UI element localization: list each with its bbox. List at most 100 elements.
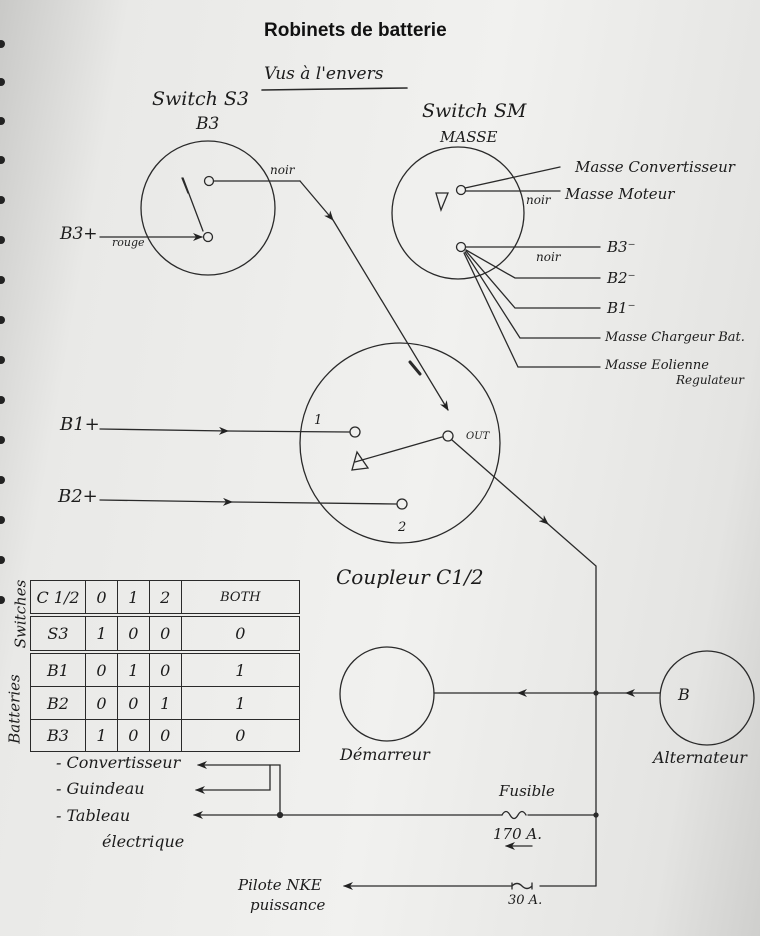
table-cell: 1 [85,614,118,655]
binder-hole [0,596,5,604]
switch-sm-circle [391,146,525,280]
wire-b2-plus [231,501,397,505]
fuse-170-rating: 170 A. [493,825,542,843]
table-cell: B1 [30,651,86,688]
table-row: B1 0 1 0 1 [30,651,301,688]
coupler-lever [354,436,443,463]
coupler-pos-2-label: 2 [398,520,407,535]
binder-hole [0,316,5,324]
b1-minus-label: B1⁻ [607,299,636,317]
wire-b1-minus [465,250,601,309]
binder-hole [0,156,5,164]
coupler-handle-mark [408,360,422,376]
table-side-label-switches: Switches [11,579,30,649]
pilot-label-line1: Pilote NKE [238,876,322,894]
alternator-terminal-label: B [678,685,690,704]
switch-sm-label: MASSE [440,128,498,146]
b3-plus-label: B3+ [60,224,98,244]
table-cell: 0 [85,580,118,618]
wire-b2-plus-arrow [99,497,233,506]
masse-moteur-label: Masse Moteur [565,185,675,203]
coupler-terminal-2 [396,498,408,510]
wire-convertisseur [197,761,281,816]
masse-convertisseur-label: Masse Convertisseur [575,158,735,176]
wire-b2-minus [465,249,601,279]
coupler-out-label: OUT [466,431,490,442]
binder-holes [0,0,10,936]
wire-b1-plus [227,430,350,433]
table-cell: 0 [116,614,150,655]
wire-s3-to-coupler [332,219,449,411]
switch-truth-table: C 1/2 0 1 2 BOTH S3 1 0 0 0 B1 0 1 0 1 B… [30,580,301,753]
table-cell: 1 [148,686,182,720]
binder-hole [0,196,5,204]
binder-hole [0,396,5,404]
b1-plus-label: B1+ [60,414,100,435]
table-cell: 2 [148,580,182,618]
consumer-tableau: - Tableau [56,806,131,825]
wire-masse-eolienne [463,252,601,368]
wire-out-bus [547,523,597,887]
switch-sm-top-terminal [455,184,467,196]
coupler-pos-1-label: 1 [314,413,323,428]
diagram-title: Robinets de batterie [264,20,447,41]
switch-sm-noir-label-1: noir [526,193,551,207]
table-cell: BOTH [180,580,301,618]
table-row: B2 0 0 1 1 [30,686,301,720]
binder-hole [0,436,5,444]
switch-s3-top-terminal [203,175,215,187]
switch-s3-lever-tip [181,177,189,194]
coupler-terminal-1 [349,426,361,438]
wire-guindeau [195,764,271,794]
binder-hole [0,276,5,284]
alternator-label: Alternateur [653,748,747,767]
masse-eolienne-label: Masse Eolienne [605,358,709,373]
fuse-label: Fusible [499,782,555,800]
table-cell: 1 [116,580,150,618]
switch-s3-circle [140,140,276,276]
wire-masse-convertisseur [464,166,561,189]
table-cell: 0 [85,651,118,688]
table-cell: B2 [30,686,86,720]
switch-s3-bottom-terminal [202,231,214,243]
coupler-circle [299,342,501,544]
b2-minus-label: B2⁻ [607,269,636,287]
starter-label: Démarreur [340,745,430,764]
table-row: B3 1 0 0 0 [30,718,301,753]
fuse-30-symbol [511,882,533,890]
switch-s3-label: B3 [196,114,220,134]
switch-s3-noir-label: noir [270,163,295,177]
masse-chargeur-label: Masse Chargeur Bat. [605,330,745,345]
switch-sm-noir-label-2: noir [536,250,561,264]
table-side-label-batteries: Batteries [5,674,24,744]
fuse-30-rating: 30 A. [508,893,543,908]
subtitle-underline [261,87,408,91]
binder-hole [0,556,5,564]
table-cell: 0 [148,614,182,655]
table-cell: C 1/2 [30,580,86,618]
table-cell: 0 [180,718,301,753]
table-cell: 0 [85,686,118,720]
switch-sm-name: Switch SM [422,100,527,122]
table-cell: 0 [148,651,182,688]
table-cell: 0 [180,614,301,655]
binder-hole [0,356,5,364]
binder-hole [0,516,5,524]
table-cell: 1 [180,651,301,688]
junction-dot [593,690,599,696]
coupler-name: Coupleur C1/2 [336,565,484,589]
switch-s3-lever [182,177,204,232]
binder-hole [0,40,5,48]
consumer-convertisseur: - Convertisseur [56,753,181,772]
table-row: S3 1 0 0 0 [30,614,301,655]
alternator-circle [659,650,755,746]
junction-dot [593,812,599,818]
wire-masse-chargeur [464,251,601,339]
switch-s3-name: Switch S3 [152,88,250,110]
binder-hole [0,236,5,244]
pilot-label-line2: puissance [250,896,326,914]
table-cell: B3 [30,718,86,753]
table-cell: 0 [116,718,150,753]
